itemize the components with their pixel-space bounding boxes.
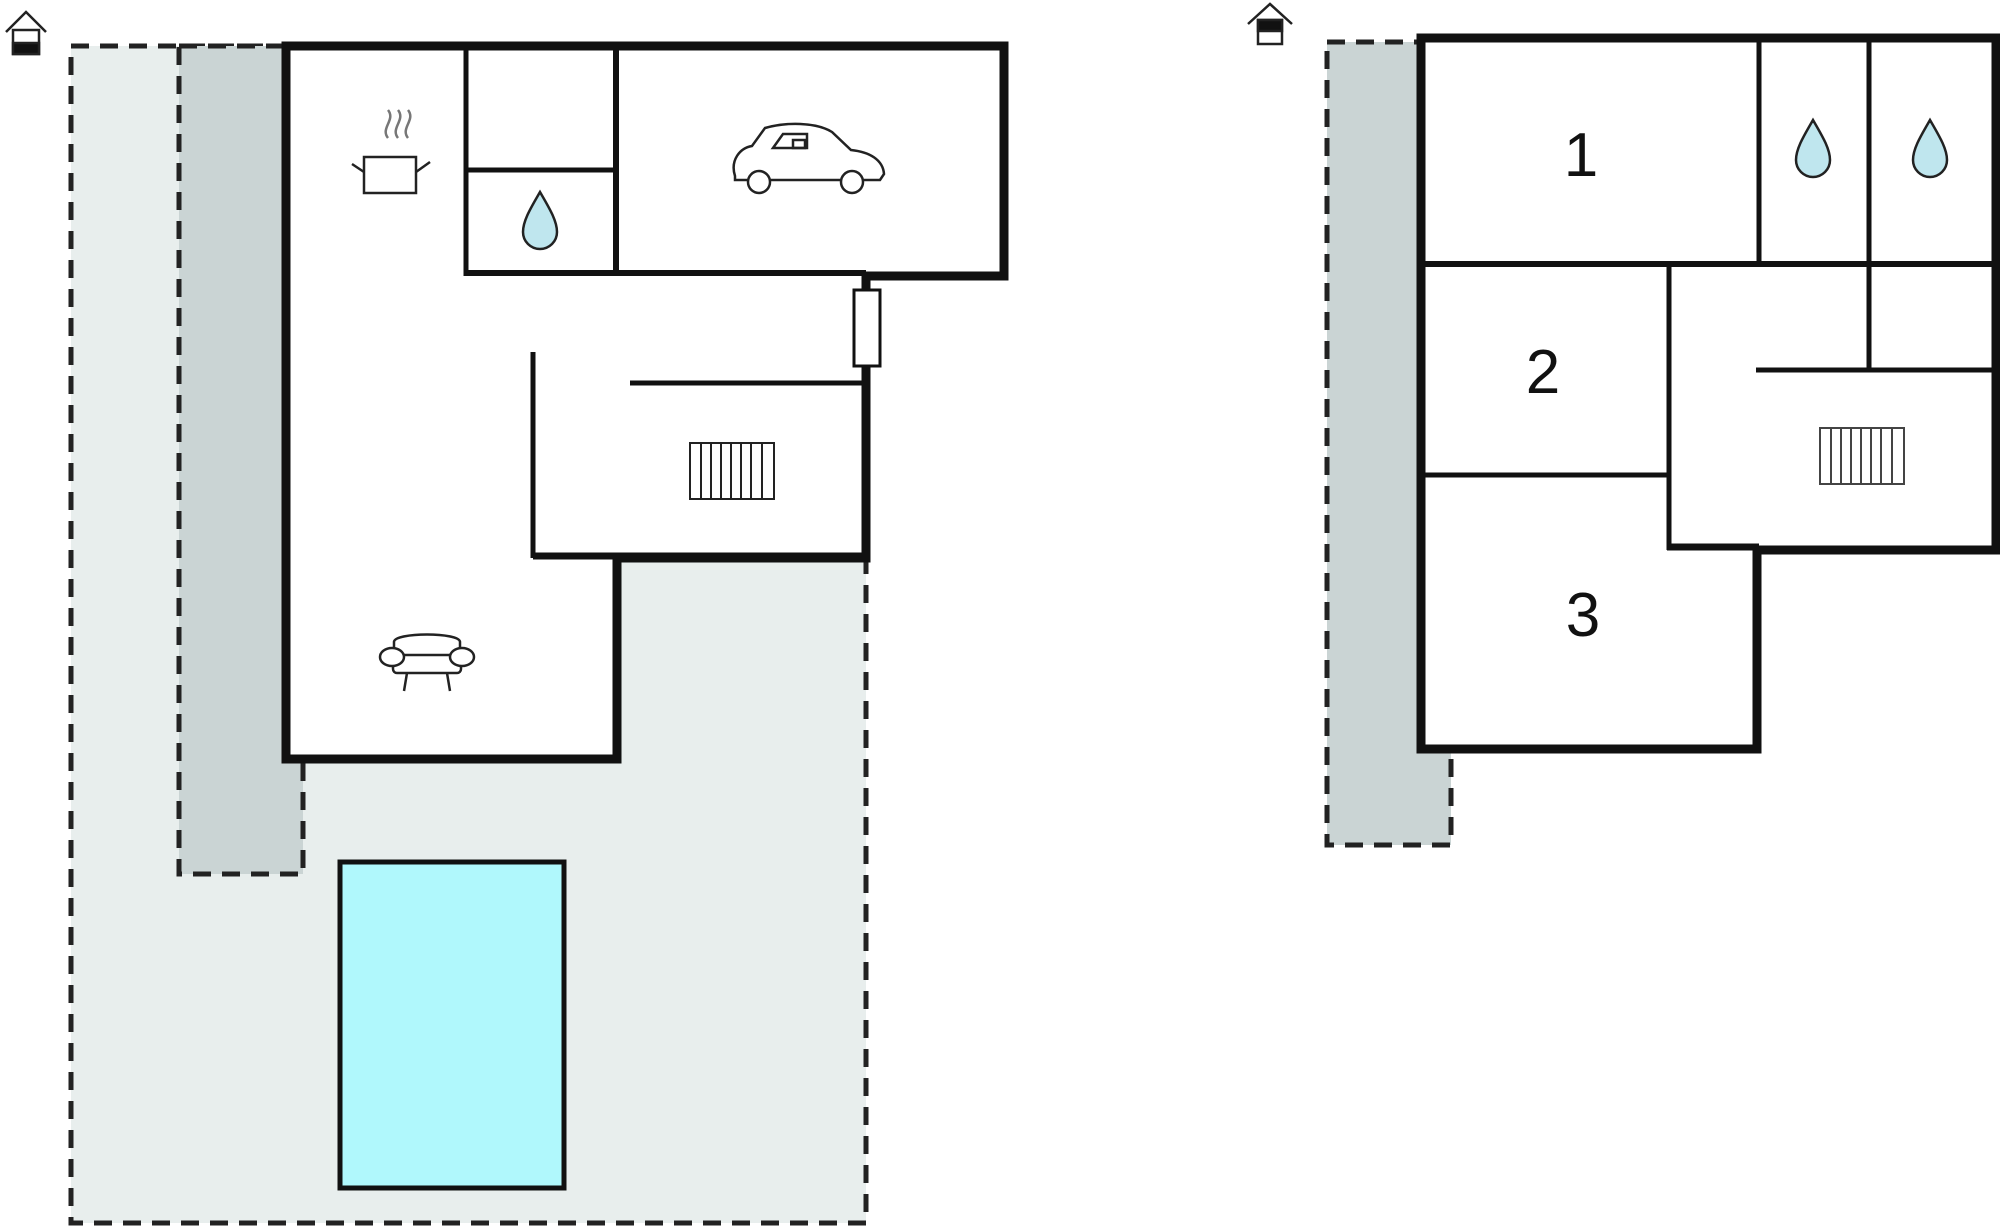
upper-floor-plan: 1 2 3 (1247, 2, 2000, 848)
water-drop-icon (1794, 117, 1832, 179)
upper-floor-interior (1421, 38, 1996, 749)
ground-floor-house-icon (5, 10, 47, 56)
sofa-living-icon (378, 633, 476, 692)
swimming-pool (337, 859, 567, 1191)
wall-window (852, 288, 882, 368)
kitchen-pot-icon (351, 109, 431, 195)
ground-floor-plan (5, 10, 1009, 1226)
ground-floor-interior-walls (463, 46, 866, 560)
bedroom-2-number: 2 (1526, 338, 1560, 407)
staircase-icon (689, 442, 775, 500)
upper-floor-house-icon (1247, 2, 1293, 46)
bedroom-3-number: 3 (1566, 581, 1600, 650)
bedroom-1-number: 1 (1564, 121, 1598, 190)
upper-floor-interior-walls (1421, 38, 1996, 551)
water-drop-icon (1911, 117, 1949, 179)
water-drop-icon (521, 189, 559, 251)
staircase-icon (1819, 427, 1905, 485)
car-garage-icon (732, 122, 886, 195)
